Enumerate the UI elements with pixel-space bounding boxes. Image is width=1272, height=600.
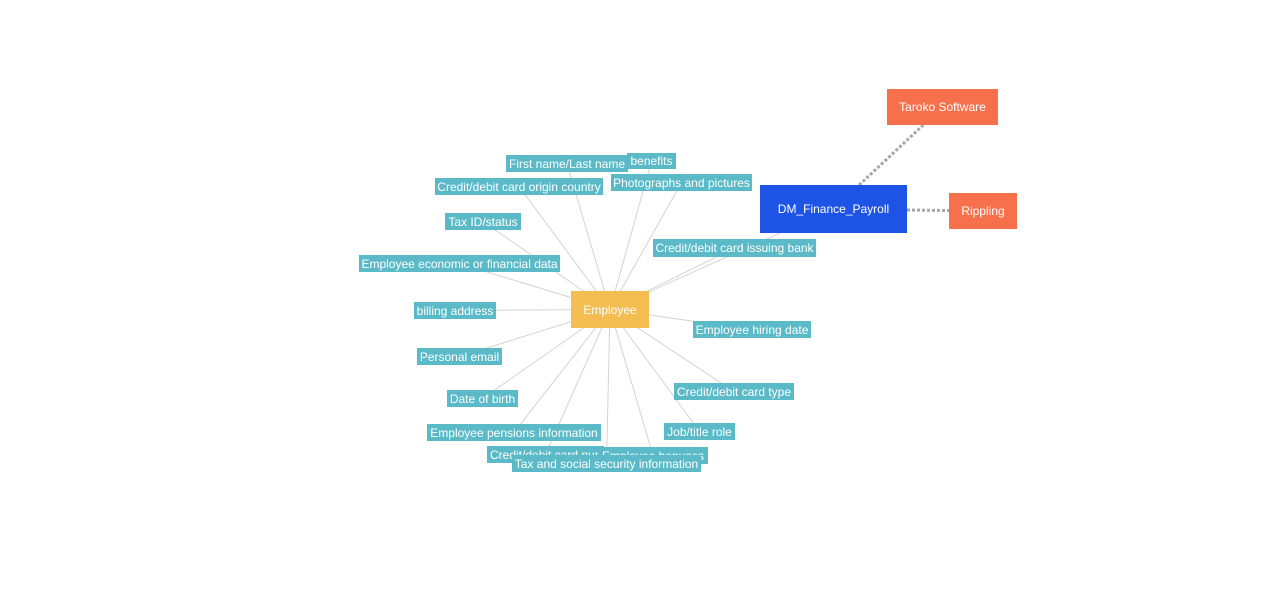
edge-employee-pensions (513, 309, 611, 433)
vendor-node-taroko-software[interactable]: Taroko Software (887, 89, 998, 125)
edge-dm_finance_payroll-rippling (906, 208, 950, 213)
attribute-node-card-type[interactable]: Credit/debit card type (674, 383, 794, 400)
attribute-node-job-title[interactable]: Job/title role (664, 423, 735, 440)
entity-node-employee[interactable]: Employee (571, 291, 649, 328)
edge-employee-card_origin_country (518, 186, 611, 310)
attribute-node-benefits[interactable]: benefits (627, 153, 676, 169)
attribute-node-pensions[interactable]: Employee pensions information (427, 424, 601, 441)
attribute-node-economic-data[interactable]: Employee economic or financial data (359, 255, 560, 272)
attribute-node-date-of-birth[interactable]: Date of birth (447, 390, 518, 407)
attribute-node-hiring-date[interactable]: Employee hiring date (693, 321, 811, 338)
attribute-node-personal-email[interactable]: Personal email (417, 348, 502, 365)
edge-employee-photographs (609, 182, 682, 310)
attribute-node-card-issuing-bank[interactable]: Credit/debit card issuing bank (653, 239, 816, 257)
edge-employee-bonuses (609, 309, 654, 456)
edge-dm_finance_payroll-taroko (858, 123, 925, 187)
vendor-node-rippling[interactable]: Rippling (949, 193, 1017, 229)
edge-employee-tax_social_security (606, 309, 611, 464)
attribute-node-first-last-name[interactable]: First name/Last name (506, 155, 628, 172)
edge-employee-job_title (609, 309, 700, 432)
system-node-dm-finance-payroll[interactable]: DM_Finance_Payroll (760, 185, 907, 233)
attribute-node-tax-id[interactable]: Tax ID/status (445, 213, 521, 230)
attribute-node-photographs[interactable]: Photographs and pictures (611, 174, 752, 191)
attribute-node-card-origin-country[interactable]: Credit/debit card origin country (435, 178, 603, 195)
attribute-node-billing-address[interactable]: billing address (414, 302, 496, 319)
attribute-node-tax-social-security[interactable]: Tax and social security information (512, 455, 701, 472)
